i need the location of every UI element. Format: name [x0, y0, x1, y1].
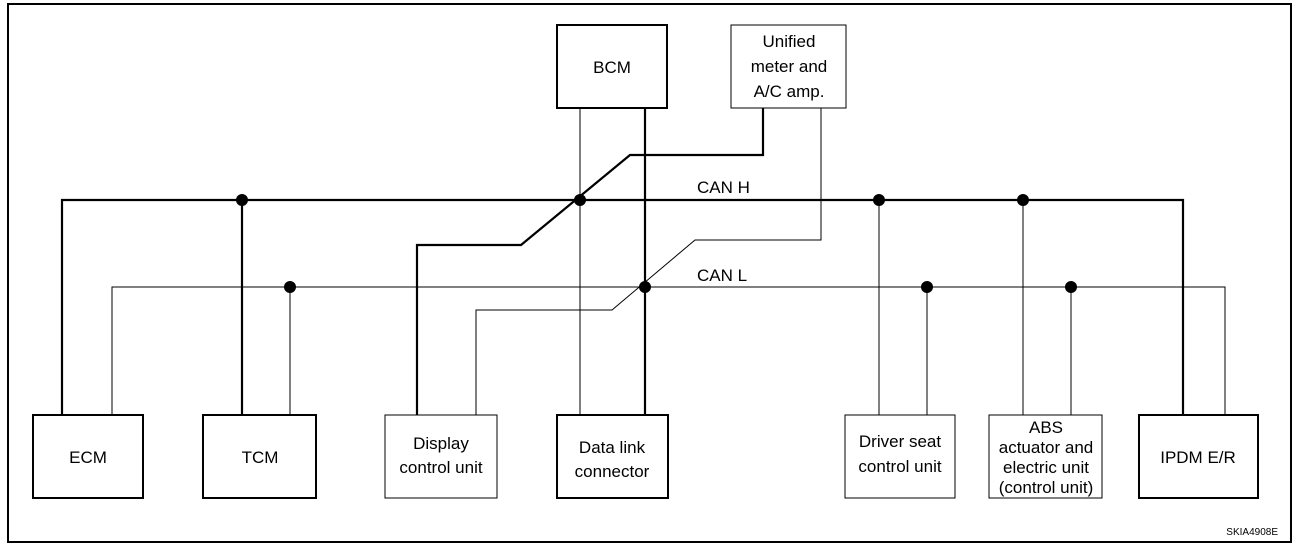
splice-dot [921, 281, 933, 293]
ipdm-label: IPDM E/R [1160, 448, 1236, 467]
ecm-node: ECM [32, 414, 144, 499]
abs-label-line1: ABS [1029, 418, 1063, 437]
unified-meter-node: Unified meter and A/C amp. [730, 24, 847, 109]
figure-code: SKIA4908E [1226, 527, 1278, 538]
data-link-label-line2: connector [575, 462, 650, 481]
splice-dot [1065, 281, 1077, 293]
figure-frame [7, 3, 1292, 543]
data-link-label-line1: Data link [579, 438, 646, 457]
abs-actuator-node: ABS actuator and electric unit (control … [988, 414, 1103, 499]
tcm-label: TCM [242, 448, 279, 467]
meter-can-h-wire [415, 108, 765, 415]
abs-label-line2: actuator and [999, 438, 1094, 457]
abs-label-line4: (control unit) [999, 478, 1093, 497]
tcm-node: TCM [202, 414, 317, 499]
display-control-unit-node: Display control unit [384, 414, 498, 499]
splice-dot [1017, 194, 1029, 206]
meter-can-l-wire [475, 108, 822, 415]
can-h-bus [60, 198, 1185, 415]
unified-meter-label-line2: meter and [751, 57, 828, 76]
can-h-label: CAN H [697, 178, 750, 197]
splice-dot [873, 194, 885, 206]
bcm-node: BCM [556, 24, 668, 109]
splice-dot [639, 281, 651, 293]
display-control-label-line2: control unit [399, 458, 482, 477]
can-l-label: CAN L [697, 266, 747, 285]
can-l-bus [111, 286, 1226, 415]
abs-label-line3: electric unit [1003, 458, 1089, 477]
bcm-label: BCM [593, 58, 631, 77]
driver-seat-label-line1: Driver seat [859, 432, 941, 451]
driver-seat-control-unit-node: Driver seat control unit [844, 414, 956, 499]
splice-dot [284, 281, 296, 293]
unified-meter-label-line1: Unified [763, 32, 816, 51]
display-control-label-line1: Display [413, 434, 469, 453]
splice-dot [574, 194, 586, 206]
ipdm-er-node: IPDM E/R [1138, 414, 1259, 499]
data-link-connector-node: Data link connector [556, 414, 669, 499]
unified-meter-label-line3: A/C amp. [754, 82, 825, 101]
driver-seat-label-line2: control unit [858, 457, 941, 476]
splice-dot [236, 194, 248, 206]
ecm-label: ECM [69, 448, 107, 467]
